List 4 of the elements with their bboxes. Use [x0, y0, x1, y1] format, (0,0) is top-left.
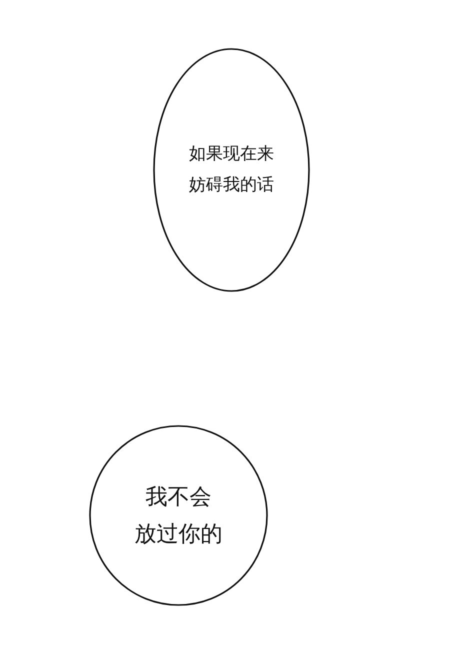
bubble-text: 我不会放过你的: [134, 484, 224, 548]
bubble-text: 如果现在来妨碍我的话: [188, 143, 275, 197]
speech-bubble: [89, 425, 268, 606]
speech-bubble: [153, 48, 310, 292]
